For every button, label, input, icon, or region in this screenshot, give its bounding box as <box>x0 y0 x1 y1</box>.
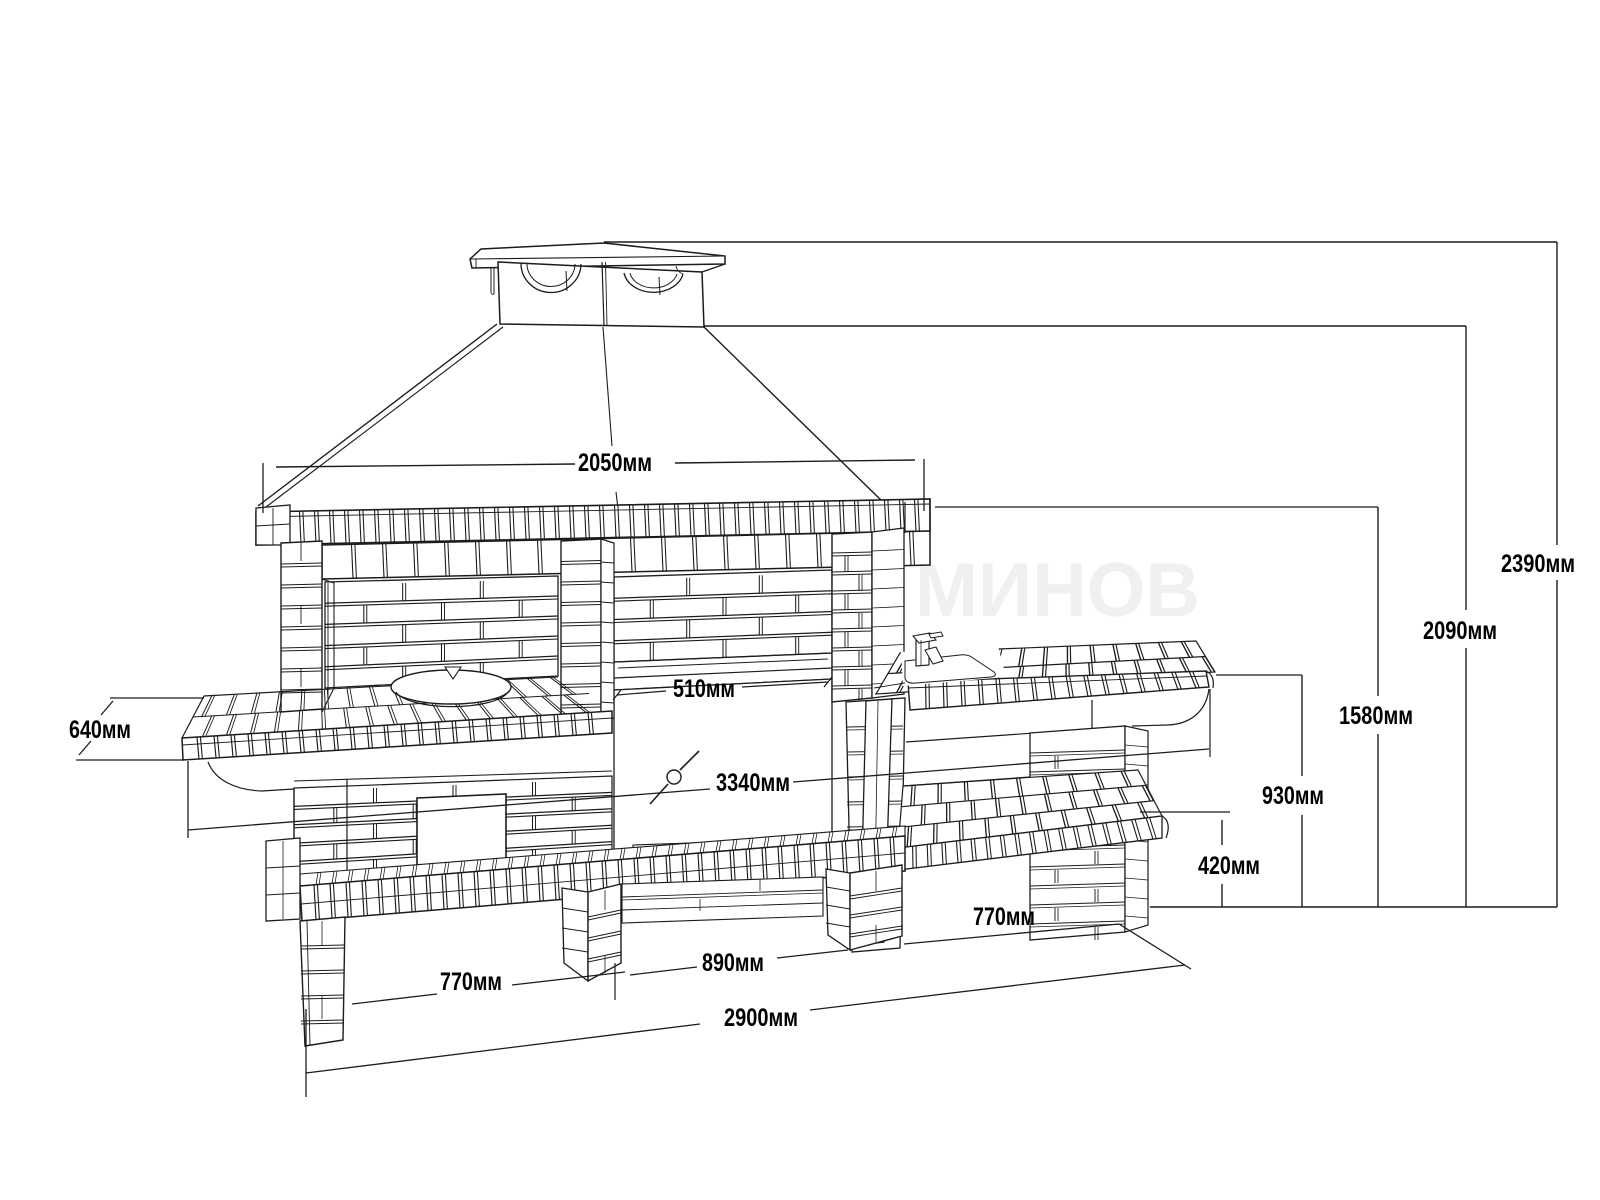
svg-text:770мм: 770мм <box>973 903 1035 931</box>
svg-text:2900мм: 2900мм <box>724 1004 798 1032</box>
svg-text:2050мм: 2050мм <box>578 449 652 477</box>
svg-text:890мм: 890мм <box>702 949 764 977</box>
svg-text:770мм: 770мм <box>440 968 502 996</box>
svg-text:1580мм: 1580мм <box>1339 702 1413 730</box>
svg-text:510мм: 510мм <box>673 675 735 703</box>
svg-text:420мм: 420мм <box>1198 852 1260 880</box>
svg-text:3340мм: 3340мм <box>716 769 790 797</box>
svg-text:930мм: 930мм <box>1262 782 1324 810</box>
svg-text:2390мм: 2390мм <box>1501 550 1575 578</box>
svg-text:МИНОВ: МИНОВ <box>915 548 1200 633</box>
svg-text:2090мм: 2090мм <box>1423 617 1497 645</box>
svg-text:640мм: 640мм <box>69 716 131 744</box>
